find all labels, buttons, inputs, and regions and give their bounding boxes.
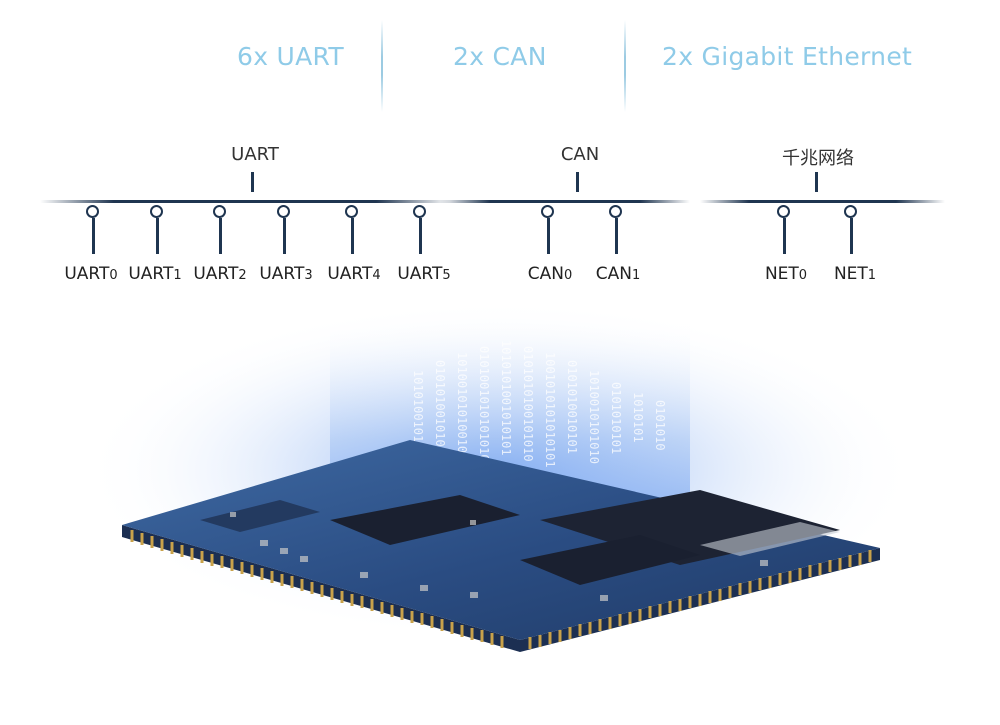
port-net1 bbox=[841, 205, 861, 254]
chip-pins bbox=[700, 522, 840, 556]
components-passive bbox=[230, 512, 768, 601]
svg-text:1010010101010: 1010010101010 bbox=[587, 370, 601, 464]
pcb-edge bbox=[122, 525, 880, 652]
binary-stream: 1010100101010 0101010010101010 101001010… bbox=[411, 340, 667, 476]
group-tick-uart bbox=[251, 172, 254, 192]
group-tick-net bbox=[815, 172, 818, 192]
feature-divider bbox=[624, 20, 626, 112]
svg-text:0101001010101010: 0101001010101010 bbox=[477, 346, 491, 462]
feature-ethernet-count: 2x Gigabit Ethernet bbox=[662, 42, 913, 71]
port-label-uart1: UART1 bbox=[128, 264, 182, 284]
bus-line-can bbox=[440, 200, 690, 203]
gold-pins-left bbox=[130, 530, 504, 648]
port-net0 bbox=[774, 205, 794, 254]
svg-text:1010101: 1010101 bbox=[631, 392, 645, 443]
port-uart2 bbox=[210, 205, 230, 254]
chip-small bbox=[200, 500, 320, 532]
svg-text:1001010101010101: 1001010101010101 bbox=[543, 352, 557, 468]
feature-uart-count: 6x UART bbox=[237, 42, 344, 71]
port-label-can0: CAN0 bbox=[527, 264, 573, 284]
svg-text:1010101001010101: 1010101001010101 bbox=[499, 340, 513, 456]
feature-divider bbox=[381, 20, 383, 112]
port-uart1 bbox=[147, 205, 167, 254]
port-label-net1: NET1 bbox=[833, 264, 877, 284]
svg-text:0101010010101: 0101010010101 bbox=[565, 360, 579, 454]
svg-text:0101010100101010: 0101010100101010 bbox=[521, 346, 535, 462]
svg-text:1010100101010: 1010100101010 bbox=[411, 370, 425, 464]
port-uart0 bbox=[83, 205, 103, 254]
bus-line-net bbox=[700, 200, 945, 203]
port-label-uart0: UART0 bbox=[64, 264, 118, 284]
group-label-uart: UART bbox=[231, 144, 279, 165]
port-label-uart4: UART4 bbox=[327, 264, 381, 284]
port-label-uart3: UART3 bbox=[259, 264, 313, 284]
port-label-net0: NET0 bbox=[764, 264, 808, 284]
gold-pins-right bbox=[528, 550, 872, 649]
chip-soc bbox=[330, 495, 520, 545]
port-label-uart2: UART2 bbox=[193, 264, 247, 284]
feature-can-count: 2x CAN bbox=[453, 42, 547, 71]
svg-text:1010010101001010: 1010010101001010 bbox=[455, 352, 469, 468]
chip-processor bbox=[520, 535, 700, 585]
port-can0 bbox=[538, 205, 558, 254]
group-label-can: CAN bbox=[560, 144, 600, 165]
port-uart5 bbox=[410, 205, 430, 254]
svg-text:0101010101: 0101010101 bbox=[609, 382, 623, 454]
group-tick-can bbox=[576, 172, 579, 192]
bus-line-uart bbox=[40, 200, 450, 203]
port-label-can1: CAN1 bbox=[595, 264, 641, 284]
port-uart3 bbox=[274, 205, 294, 254]
port-can1 bbox=[606, 205, 626, 254]
port-uart4 bbox=[342, 205, 362, 254]
group-label-net: 千兆网络 bbox=[782, 148, 854, 169]
port-label-uart5: UART5 bbox=[397, 264, 451, 284]
pcb-top bbox=[122, 440, 880, 640]
svg-text:0101010: 0101010 bbox=[653, 400, 667, 451]
